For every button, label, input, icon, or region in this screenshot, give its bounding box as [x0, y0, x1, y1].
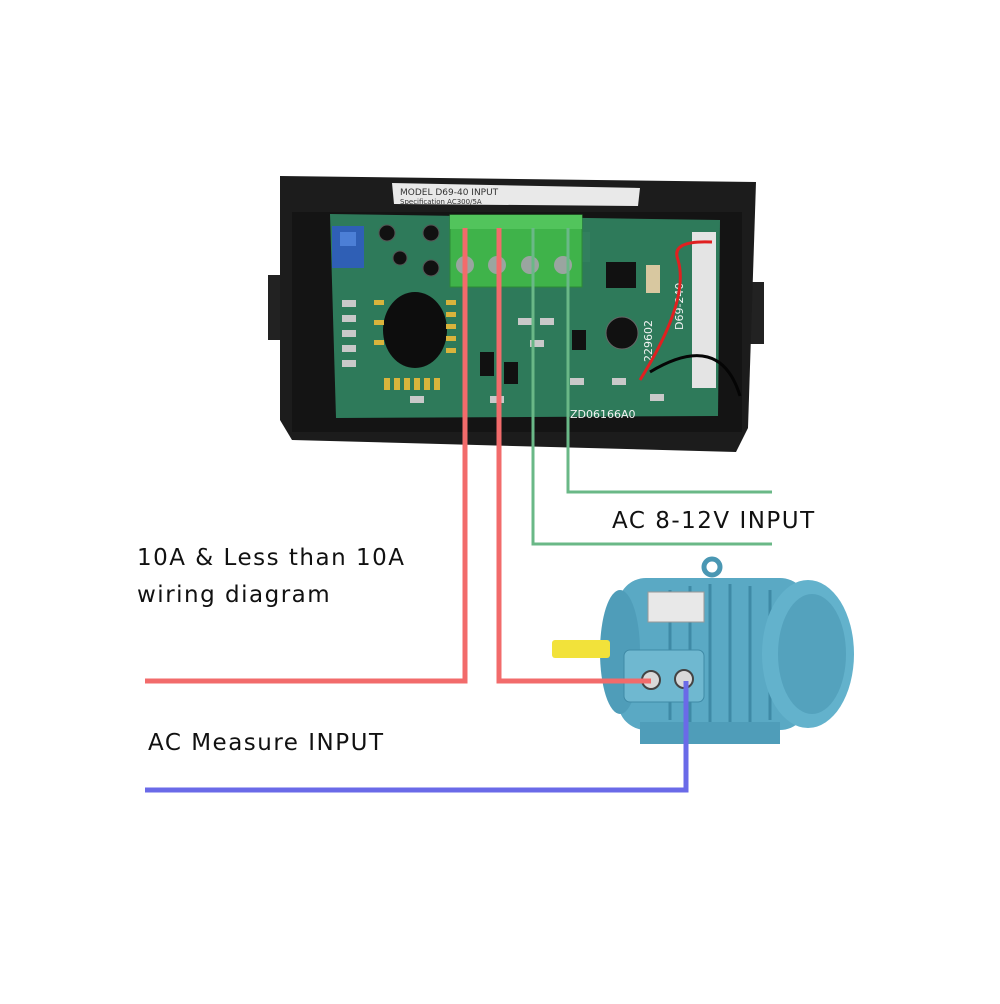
wiring [145, 228, 772, 793]
board-code-2: 229602 [642, 320, 655, 362]
motor-base [640, 722, 780, 744]
meter-device: MODEL D69-40 INPUT Specification AC300/5… [268, 176, 764, 452]
terminal-block-top [450, 215, 582, 229]
green-wire-power-1 [531, 228, 772, 546]
capacitor-1 [378, 224, 396, 242]
side-component [692, 232, 716, 388]
electric-motor [552, 556, 854, 744]
motor-nameplate [647, 591, 705, 623]
trimmer-knob [340, 232, 356, 246]
blue-wire-measure [145, 681, 689, 793]
resistor [646, 265, 660, 293]
motor-lifting-eye [701, 556, 723, 578]
gold-pads [374, 300, 456, 390]
diagram-title-line-2: wiring diagram [137, 582, 332, 608]
capacitor-4 [422, 259, 440, 277]
ic-chips [480, 262, 636, 384]
capacitor-3 [392, 250, 408, 266]
internal-black-wire [649, 354, 742, 397]
motor-fan-cover-inner [778, 594, 846, 714]
board-code: ZD06166A0 [570, 408, 636, 421]
chip-cob [383, 292, 447, 368]
motor-shaft [552, 640, 610, 658]
measure-input-label: AC Measure INPUT [148, 730, 385, 756]
board-code-3: D69-240 [673, 283, 686, 330]
right-clip [750, 282, 764, 344]
model-sticker [392, 183, 640, 206]
green-wire-power-2 [566, 228, 772, 494]
capacitor-2 [422, 224, 440, 242]
internal-red-wire [638, 240, 713, 381]
diagram-title-line-1: 10A & Less than 10A [137, 545, 406, 571]
red-wire-measure-to-motor [496, 228, 651, 684]
capacitor-large [605, 316, 639, 350]
model-label: MODEL D69-40 INPUT [400, 188, 499, 198]
smd-components [342, 300, 664, 403]
spec-label: Specification AC300/5A [400, 198, 482, 206]
power-input-label: AC 8-12V INPUT [612, 508, 816, 534]
red-wire-measure-left [145, 228, 468, 684]
